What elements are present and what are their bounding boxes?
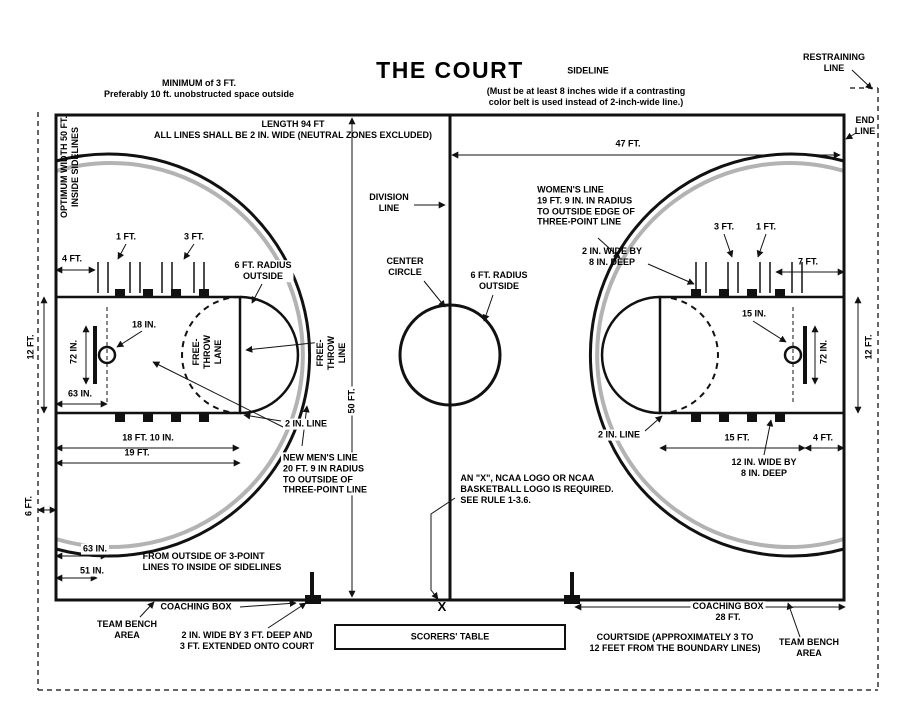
- free-throw-circle-left: [239, 295, 300, 415]
- label-dim-4ft-left: 4 FT.: [61, 253, 83, 264]
- three-point-line-left: [55, 152, 311, 558]
- label-dim-6ft: 6 FT.: [23, 495, 34, 517]
- label-line-2in-left: 2 IN. LINE: [282, 418, 330, 430]
- court-lines: [54, 113, 846, 650]
- label-dim-72in-right: 72 IN.: [818, 339, 829, 365]
- label-dim-18in: 18 IN.: [129, 319, 159, 331]
- label-dim-12ft-right: 12 FT.: [863, 334, 874, 360]
- label-team-bench-right: TEAM BENCH AREA: [779, 637, 839, 658]
- label-optimum-width: OPTIMUM WIDTH 50 FT. INSIDE SIDELINES: [59, 116, 80, 218]
- label-free-throw-line: FREE- THROW LINE: [314, 334, 348, 372]
- label-x-required: AN "X", NCAA LOGO OR NCAA BASKETBALL LOG…: [460, 472, 614, 505]
- leader-arrows: [116, 69, 873, 638]
- label-womens-line: WOMEN'S LINE 19 FT. 9 IN. IN RADIUS TO O…: [537, 184, 635, 227]
- label-restraining-line: RESTRAINING LINE: [802, 52, 866, 73]
- womens-three-point-lines: [55, 161, 845, 549]
- label-radius-6ft-left: 6 FT. RADIUS OUTSIDE: [232, 260, 294, 282]
- label-dim-19ft: 19 FT.: [124, 447, 150, 458]
- label-length-94ft: LENGTH 94 FT ALL LINES SHALL BE 2 IN. WI…: [153, 119, 433, 140]
- label-dim-1ft-left: 1 FT.: [115, 231, 137, 242]
- label-wide-2in-3ft: 2 IN. WIDE BY 3 FT. DEEP AND 3 FT. EXTEN…: [179, 630, 315, 651]
- label-dim-15ft: 15 FT.: [724, 432, 750, 443]
- page-title: THE COURT: [376, 57, 524, 84]
- label-wide-2in-8in: 2 IN. WIDE BY 8 IN. DEEP: [581, 246, 643, 267]
- label-coaching-box-right: COACHING BOX 28 FT.: [690, 601, 766, 623]
- label-dim-50ft: 50 FT.: [346, 386, 358, 416]
- label-radius-6ft-center: 6 FT. RADIUS OUTSIDE: [470, 270, 528, 291]
- label-dim-63in-bottom: 63 IN.: [80, 543, 110, 555]
- neutral-zone-ticks: [97, 262, 803, 293]
- label-from-outside: FROM OUTSIDE OF 3-POINT LINES TO INSIDE …: [142, 551, 282, 572]
- label-dim-4ft-right: 4 FT.: [812, 432, 834, 443]
- label-minimum-3ft: MINIMUM of 3 FT. Preferably 10 ft. unobs…: [103, 78, 295, 99]
- restraining-lines: [37, 87, 879, 691]
- dimension-arrows: [37, 117, 862, 611]
- scorers-table-box: [334, 624, 566, 650]
- label-division-line: DIVISION LINE: [369, 192, 409, 213]
- label-dim-1ft-right: 1 FT.: [755, 221, 777, 232]
- label-end-line: END LINE: [854, 115, 876, 136]
- label-sideline-note: (Must be at least 8 inches wide if a con…: [486, 86, 686, 107]
- label-courtside: COURTSIDE (APPROXIMATELY 3 TO 12 FEET FR…: [589, 632, 761, 653]
- label-dim-12ft-left: 12 FT.: [25, 334, 36, 360]
- label-dim-18ft-10in: 18 FT. 10 IN.: [122, 432, 174, 443]
- three-point-line-right: [589, 152, 845, 558]
- label-coaching-box-left: COACHING BOX: [160, 601, 232, 612]
- label-dim-47ft: 47 FT.: [615, 138, 641, 149]
- label-dim-3ft-right: 3 FT.: [713, 221, 735, 232]
- free-throw-circle-right: [600, 295, 661, 415]
- label-sideline: SIDELINE: [567, 65, 609, 76]
- label-dim-7ft: 7 FT.: [797, 256, 819, 267]
- label-wide-12in-8in: 12 IN. WIDE BY 8 IN. DEEP: [731, 457, 797, 478]
- label-dim-3ft-left: 3 FT.: [183, 231, 205, 242]
- label-x-mark: X: [437, 599, 447, 615]
- label-scorers-table: SCORERS' TABLE: [410, 631, 490, 642]
- label-dim-72in-left: 72 IN.: [68, 339, 79, 365]
- center-circle: [398, 303, 502, 407]
- label-dim-51in-bottom: 51 IN.: [77, 565, 107, 577]
- label-line-2in-right: 2 IN. LINE: [595, 429, 643, 441]
- label-free-throw-lane: FREE- THROW LANE: [190, 333, 224, 371]
- label-center-circle: CENTER CIRCLE: [386, 256, 424, 277]
- label-team-bench-left: TEAM BENCH AREA: [97, 619, 157, 640]
- label-dim-63in-hoop: 63 IN.: [65, 388, 95, 400]
- label-new-mens-line: NEW MEN'S LINE 20 FT. 9 IN RADIUS TO OUT…: [280, 452, 370, 496]
- label-dim-15in: 15 IN.: [739, 308, 769, 320]
